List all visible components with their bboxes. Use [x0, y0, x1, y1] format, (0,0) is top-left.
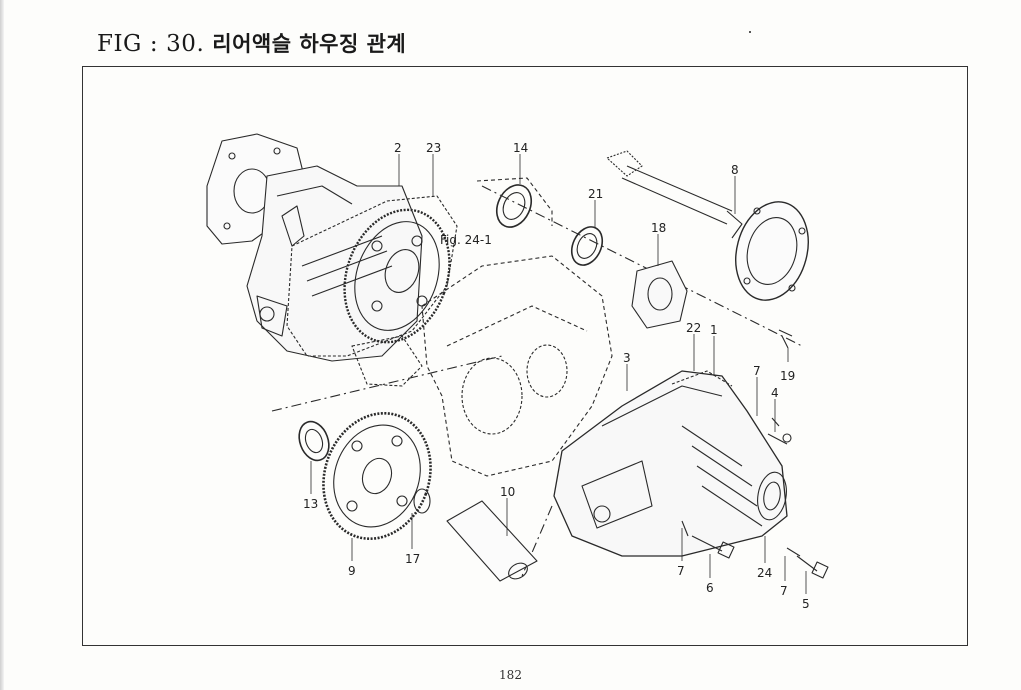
scan-speck [749, 31, 751, 33]
callout-19: 19 [780, 369, 795, 383]
leader-lines [310, 154, 807, 594]
callout-5: 5 [802, 597, 810, 611]
left-housing [246, 165, 423, 362]
callout-21: 21 [588, 187, 603, 201]
callout-8: 8 [731, 163, 739, 177]
callout-3: 3 [623, 351, 631, 365]
lower-axis-line [271, 355, 503, 412]
bolts-upper-right [767, 329, 793, 445]
callout-1: 1 [710, 323, 718, 337]
callout-14: 14 [513, 141, 528, 155]
callout-24: 24 [757, 566, 772, 580]
fig-reference-label: Fig. 24-1 [440, 233, 492, 247]
bolts-lower [681, 520, 829, 579]
callout-17: 17 [405, 552, 420, 566]
oil-seal-21 [570, 226, 604, 266]
diagram-frame [82, 66, 968, 646]
callout-18: 18 [651, 221, 666, 235]
bearing-guide-line [476, 177, 553, 226]
retainer-18 [631, 260, 688, 329]
fig-label: FIG [97, 31, 142, 57]
callout-6: 6 [706, 581, 714, 595]
tube-10 [446, 500, 538, 582]
ring-gear-upper [343, 208, 451, 344]
callout-23: 23 [426, 141, 441, 155]
gasket-22 [671, 370, 733, 387]
ring-gear-9 [322, 411, 432, 541]
scan-edge [0, 0, 4, 690]
axle-shaft-8 [606, 150, 809, 301]
callout-10: 10 [500, 485, 515, 499]
snap-ring-17 [413, 488, 431, 514]
callout-4: 4 [771, 386, 779, 400]
fig-title-korean: 리어액슬 하우징 관계 [212, 32, 407, 56]
fig-separator: : [149, 31, 159, 57]
callout-9: 9 [348, 564, 356, 578]
bearing-13 [298, 420, 330, 462]
exploded-parts-diagram: Fig. 24-1 2 23 14 8 21 18 22 1 3 19 7 4 … [82, 66, 968, 646]
callout-7-upper: 7 [753, 364, 761, 378]
callout-7-lower-left: 7 [677, 564, 685, 578]
center-housing [351, 255, 613, 477]
figure-title: FIG:30. 리어액슬 하우징 관계 [97, 28, 406, 58]
callout-13: 13 [303, 497, 318, 511]
right-housing [553, 370, 788, 557]
callout-7-lower-right: 7 [780, 584, 788, 598]
bearing-14 [495, 184, 533, 228]
page-number: 182 [499, 668, 522, 682]
gasket [286, 195, 458, 357]
parts-drawing: Fig. 24-1 2 23 14 8 21 18 22 1 3 19 7 4 … [206, 133, 829, 611]
callout-2: 2 [394, 141, 402, 155]
fig-number: 30. [166, 31, 205, 57]
callout-22: 22 [686, 321, 701, 335]
